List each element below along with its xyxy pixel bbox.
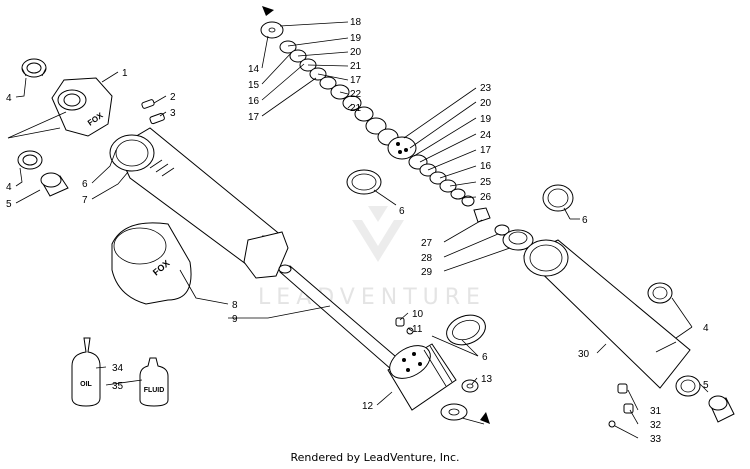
callout-3: 3 xyxy=(170,108,176,119)
washer-13 xyxy=(461,379,479,393)
callout-5: 5 xyxy=(6,199,12,210)
callout-12: 12 xyxy=(362,401,374,412)
sleeve-right xyxy=(708,395,735,423)
callout-34: 34 xyxy=(112,363,124,374)
seal-ring-middle xyxy=(346,169,382,195)
piston-29 xyxy=(502,229,534,251)
callout-29: 29 xyxy=(421,267,433,278)
callout-4b: 4 xyxy=(6,182,12,193)
oil-bottle-label: OIL xyxy=(80,381,92,388)
callout-19a: 19 xyxy=(350,33,362,44)
callout-25: 25 xyxy=(480,177,492,188)
sleeve-left xyxy=(40,172,69,197)
callout-4c: 4 xyxy=(703,323,709,334)
callout-35: 35 xyxy=(112,381,124,392)
callout-32: 32 xyxy=(650,420,662,431)
callout-21b: 21 xyxy=(350,103,362,114)
piston-valve xyxy=(387,343,457,411)
leadventure-watermark: LEADVENTURE xyxy=(258,206,486,310)
callout-2: 2 xyxy=(170,92,176,103)
leader-lines xyxy=(7,21,709,439)
shock-eyelet-cap: FOX xyxy=(51,77,113,137)
bushing-right-top xyxy=(647,282,673,304)
callout-7: 7 xyxy=(82,195,88,206)
callout-15: 15 xyxy=(248,80,260,91)
callout-11: 11 xyxy=(412,324,423,335)
callout-20b: 20 xyxy=(480,98,492,109)
callout-28: 28 xyxy=(421,253,433,264)
callout-21a: 21 xyxy=(350,61,362,72)
shaft-part-11 xyxy=(406,327,414,335)
callout-10: 10 xyxy=(412,309,424,320)
callout-8: 8 xyxy=(232,300,238,311)
callout-5b: 5 xyxy=(703,380,709,391)
bushing-top-left xyxy=(21,58,47,78)
callout-17c: 17 xyxy=(480,145,492,156)
bushing-right-bottom xyxy=(675,375,701,397)
reservoir-body-right xyxy=(523,239,691,389)
callout-6: 6 xyxy=(82,179,88,190)
bearing-28 xyxy=(494,224,510,236)
valve-shim-stack xyxy=(260,6,491,223)
callout-24: 24 xyxy=(480,130,492,141)
arrow-bottom-icon xyxy=(480,412,490,424)
callout-13: 13 xyxy=(481,374,493,385)
washer-bottom xyxy=(440,403,490,425)
arrow-top-icon xyxy=(262,6,274,16)
ball-33 xyxy=(608,420,616,428)
fitting-32 xyxy=(623,403,634,414)
callout-1: 1 xyxy=(122,68,128,79)
fitting-31 xyxy=(617,383,628,394)
watermark-text: LEADVENTURE xyxy=(258,285,486,310)
callout-numbers: 1 2 3 4 4 5 6 7 8 9 10 11 6 13 12 34 35 … xyxy=(6,17,709,445)
seal-ring-lower xyxy=(446,314,486,346)
shaft-nut xyxy=(473,207,491,223)
callout-9: 9 xyxy=(232,314,238,325)
fitting-2 xyxy=(141,99,155,109)
oil-bottle: OIL xyxy=(71,337,101,407)
callout-23: 23 xyxy=(480,83,492,94)
bushing-lower-left xyxy=(17,150,43,170)
callout-17a: 17 xyxy=(248,112,260,123)
callout-26: 26 xyxy=(480,192,492,203)
callout-18: 18 xyxy=(350,17,362,28)
callout-6e: 6 xyxy=(582,215,588,226)
fluid-bottle-label: FLUID xyxy=(144,387,165,394)
callout-16a: 16 xyxy=(248,96,260,107)
callout-6c: 6 xyxy=(482,352,488,363)
shock-body-left xyxy=(109,127,289,279)
reservoir-sleeve: FOX xyxy=(111,222,192,305)
callout-20a: 20 xyxy=(350,47,362,58)
callout-30: 30 xyxy=(578,349,590,360)
callout-4: 4 xyxy=(6,93,12,104)
callout-31: 31 xyxy=(650,406,662,417)
callout-19b: 19 xyxy=(480,114,492,125)
footer-credit: Rendered by LeadVenture, Inc. xyxy=(290,451,459,464)
callout-6d: 6 xyxy=(399,206,405,217)
shock-shaft xyxy=(278,264,403,371)
callout-16b: 16 xyxy=(480,161,492,172)
callout-14: 14 xyxy=(248,64,260,75)
callout-22: 22 xyxy=(350,89,362,100)
callout-33: 33 xyxy=(650,434,662,445)
shaft-part-10 xyxy=(395,317,405,327)
callout-17b: 17 xyxy=(350,75,362,86)
fluid-bottle: FLUID xyxy=(139,357,169,407)
callout-27: 27 xyxy=(421,238,433,249)
seal-ring-right xyxy=(542,184,574,212)
